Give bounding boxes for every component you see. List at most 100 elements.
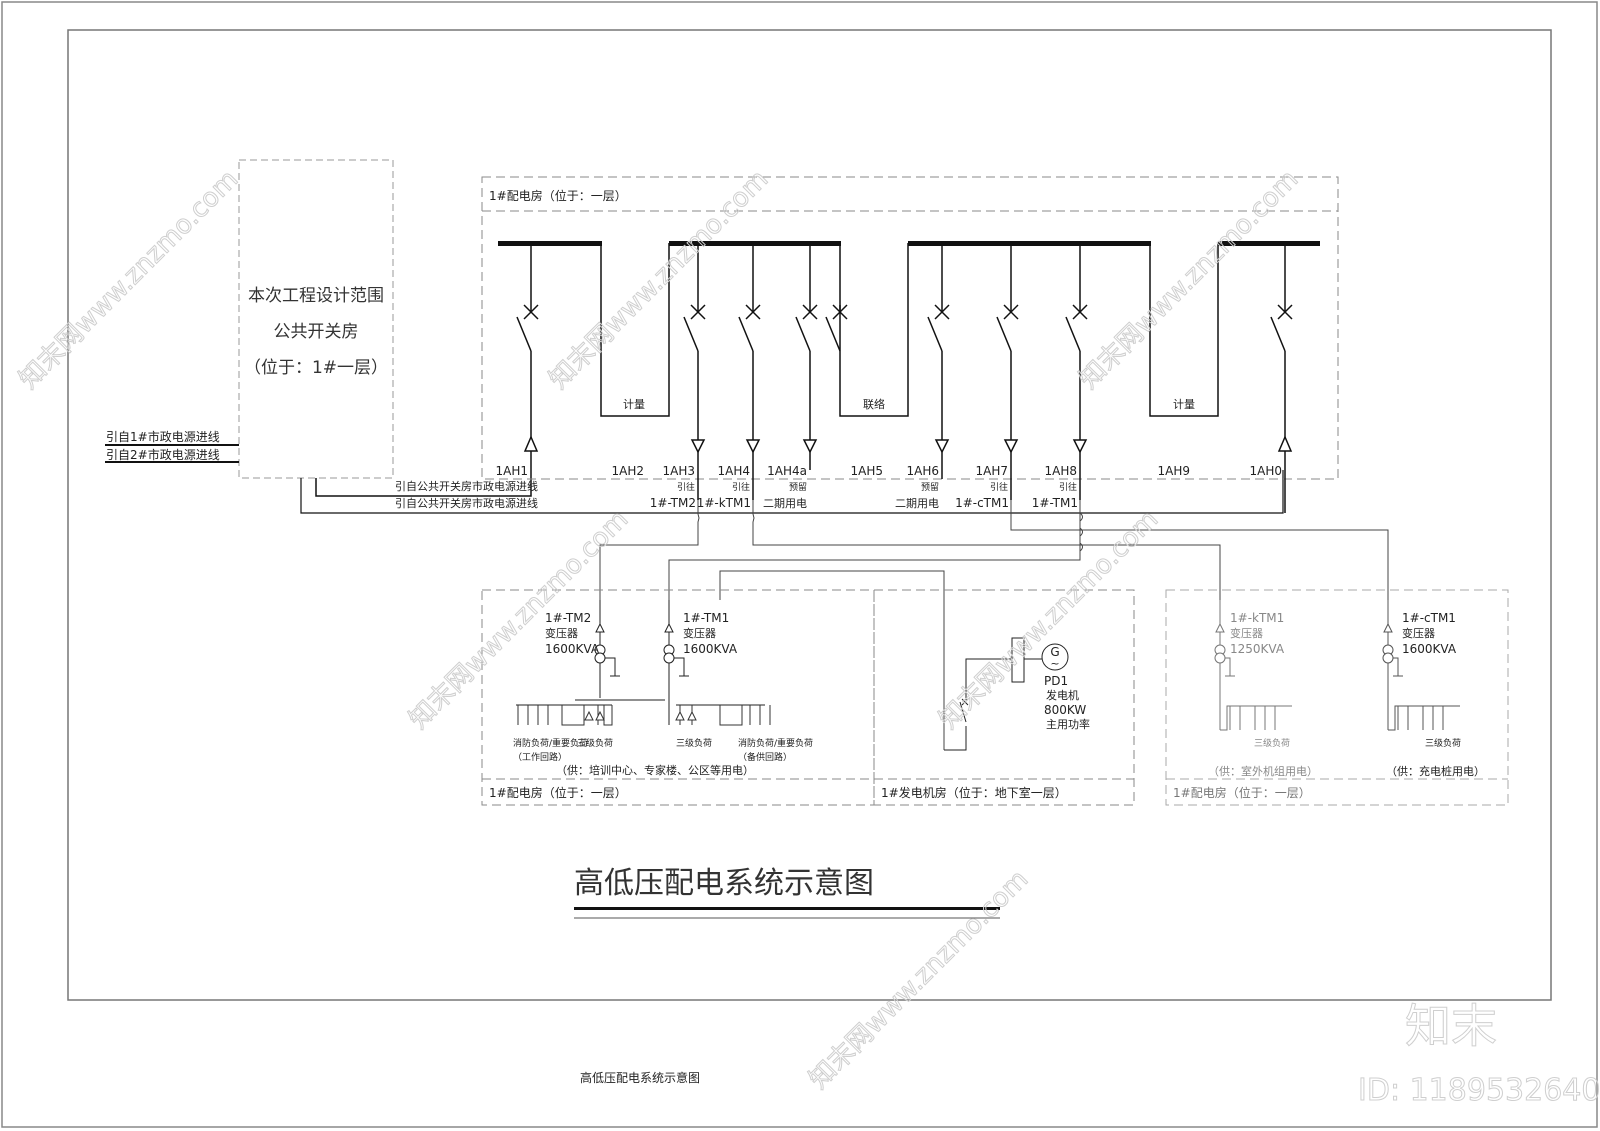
cabinet-id: 1AH8 xyxy=(1044,464,1077,478)
cabinet-id: 1AH3 xyxy=(662,464,695,478)
lv-room-1-title: 1#配电房（位于：一层） xyxy=(489,785,627,800)
cabinet-id: 1AH5 xyxy=(850,464,883,478)
cabinet-id: 1AH4 xyxy=(717,464,750,478)
lv-room-2 xyxy=(1165,589,1509,806)
transformer-type: 变压器 xyxy=(1402,626,1435,640)
cabinet-note: 1#-TM2 xyxy=(650,496,696,510)
segment-label-metering-2: 计量 xyxy=(1173,398,1195,411)
cabinet-note: 预留 xyxy=(921,481,939,493)
incoming-line-1-label: 引自1#市政电源进线 xyxy=(106,429,220,444)
cabinet-note: 1#-kTM1 xyxy=(697,496,751,510)
transformer-type: 变压器 xyxy=(683,626,716,640)
generator-mode: 主用功率 xyxy=(1046,717,1090,731)
cabinet-labels: 1AH1 1AH2 1AH3 1AH4 1AH4a 1AH5 1AH6 1AH7… xyxy=(495,464,1282,510)
generator-icon: G ~ xyxy=(1041,643,1069,671)
incoming-lines xyxy=(105,444,1284,514)
watermark-brand: 知末 xyxy=(1405,999,1497,1053)
breaker-icon xyxy=(825,304,848,352)
load-label: 三级负荷 xyxy=(1254,737,1290,749)
generator-circuit xyxy=(944,637,1042,751)
room-name: 公共开关房 xyxy=(274,322,359,342)
transformer-rating: 1600KVA xyxy=(1402,642,1457,656)
cabinet-note: 引往 xyxy=(732,481,750,493)
generator-symbol: G xyxy=(1050,645,1059,659)
transformer-name: 1#-cTM1 xyxy=(1402,611,1456,625)
load-label: 消防负荷/重要负荷 xyxy=(738,737,813,749)
transformer-rating: 1600KVA xyxy=(683,642,738,656)
load-label: 三级负荷 xyxy=(1425,737,1461,749)
outgoing-arrow-icon xyxy=(690,439,706,454)
generator-rating: 800KW xyxy=(1044,703,1086,717)
supply-note: （供：室外机组用电） xyxy=(1208,764,1318,778)
watermark-url: 知末网www.znzmo.com xyxy=(1074,164,1305,395)
load-label: 三级负荷 xyxy=(577,737,613,749)
cabinet-note: 1#-TM1 xyxy=(1032,496,1078,510)
public-switch-room: 本次工程设计范围 公共开关房 （位于：1#一层） xyxy=(238,159,394,479)
breaker-icon xyxy=(1270,246,1293,513)
room-location: （位于：1#一层） xyxy=(244,358,388,378)
incoming-line-2-label: 引自2#市政电源进线 xyxy=(106,447,220,462)
outgoing-arrow-icon xyxy=(745,439,761,454)
from-public-1-label: 引自公共开关房市政电源进线 xyxy=(395,479,538,493)
transformer-type: 变压器 xyxy=(545,626,578,640)
svg-text:~: ~ xyxy=(1050,657,1059,670)
transformer-name: 1#-TM2 xyxy=(545,611,591,625)
from-public-2-label: 引自公共开关房市政电源进线 xyxy=(395,496,538,510)
scope-label: 本次工程设计范围 xyxy=(248,286,384,306)
cabinet-note: 引往 xyxy=(990,481,1008,493)
outgoing-arrow-icon xyxy=(1003,439,1019,454)
cabinet-id: 1AH6 xyxy=(906,464,939,478)
generator-name: PD1 xyxy=(1044,674,1068,688)
cabinet-note: 二期用电 xyxy=(895,497,939,510)
inner-frame xyxy=(67,29,1552,1001)
lv-room-1 xyxy=(481,589,875,806)
bus-sections xyxy=(600,243,1219,417)
incoming-arrow-icon xyxy=(1277,435,1293,452)
hv-room xyxy=(481,176,1339,480)
transformer-tm2 xyxy=(516,600,665,706)
outgoing-arrow-icon xyxy=(934,439,950,454)
drawing-title: 高低压配电系统示意图 xyxy=(574,866,874,901)
lv-room-2-title: 1#配电房（位于：一层） xyxy=(1173,785,1311,800)
cabinet-note: 引往 xyxy=(1059,481,1077,493)
outgoing-arrow-icon xyxy=(1072,439,1088,454)
interconnect-cables xyxy=(599,500,1389,750)
feeders xyxy=(516,246,1293,513)
transformer-rating: 1600KVA xyxy=(545,642,600,656)
watermark-url: 知末网www.znzmo.com xyxy=(14,164,245,395)
generator-room-title: 1#发电机房（位于：地下室一层） xyxy=(881,785,1067,800)
title-underline-thick xyxy=(574,907,1000,910)
load-label: 消防负荷/重要负荷 xyxy=(513,737,588,749)
breaker-icon xyxy=(516,246,539,470)
cabinet-id: 1AH1 xyxy=(495,464,528,478)
cabinet-note: 预留 xyxy=(789,481,807,493)
load-label: 三级负荷 xyxy=(676,737,712,749)
generator-type: 发电机 xyxy=(1046,688,1079,702)
cabinet-id: 1AH0 xyxy=(1249,464,1282,478)
cabinet-note: 引往 xyxy=(677,481,695,493)
breaker-icon xyxy=(996,246,1019,500)
cabinet-note: 二期用电 xyxy=(763,497,807,510)
supply-note: （供：培训中心、专家楼、公区等用电） xyxy=(556,763,754,777)
watermark-id: ID: 1189532640 xyxy=(1358,1073,1600,1108)
outgoing-arrow-icon xyxy=(802,439,818,454)
cabinet-note: 1#-cTM1 xyxy=(955,496,1009,510)
cabinet-id: 1AH4a xyxy=(767,464,807,478)
transformer-ctm1 xyxy=(1382,600,1460,731)
breaker-icon xyxy=(927,246,950,479)
transformer-type: 变压器 xyxy=(1230,626,1263,640)
segment-label-metering-1: 计量 xyxy=(623,398,645,411)
transformer-ktm1 xyxy=(1214,600,1292,731)
cabinet-id: 1AH7 xyxy=(975,464,1008,478)
transformer-name: 1#-kTM1 xyxy=(1230,611,1284,625)
busbars xyxy=(498,241,1320,246)
load-label: （工作回路） xyxy=(513,751,567,763)
lv-feeders-1 xyxy=(517,705,771,726)
hv-room-title: 1#配电房（位于：一层） xyxy=(489,188,627,203)
breaker-icon xyxy=(738,246,761,500)
load-label: （备供回路） xyxy=(738,751,792,763)
segment-label-tie: 联络 xyxy=(863,397,885,411)
supply-note: （供：充电桩用电） xyxy=(1386,764,1485,778)
